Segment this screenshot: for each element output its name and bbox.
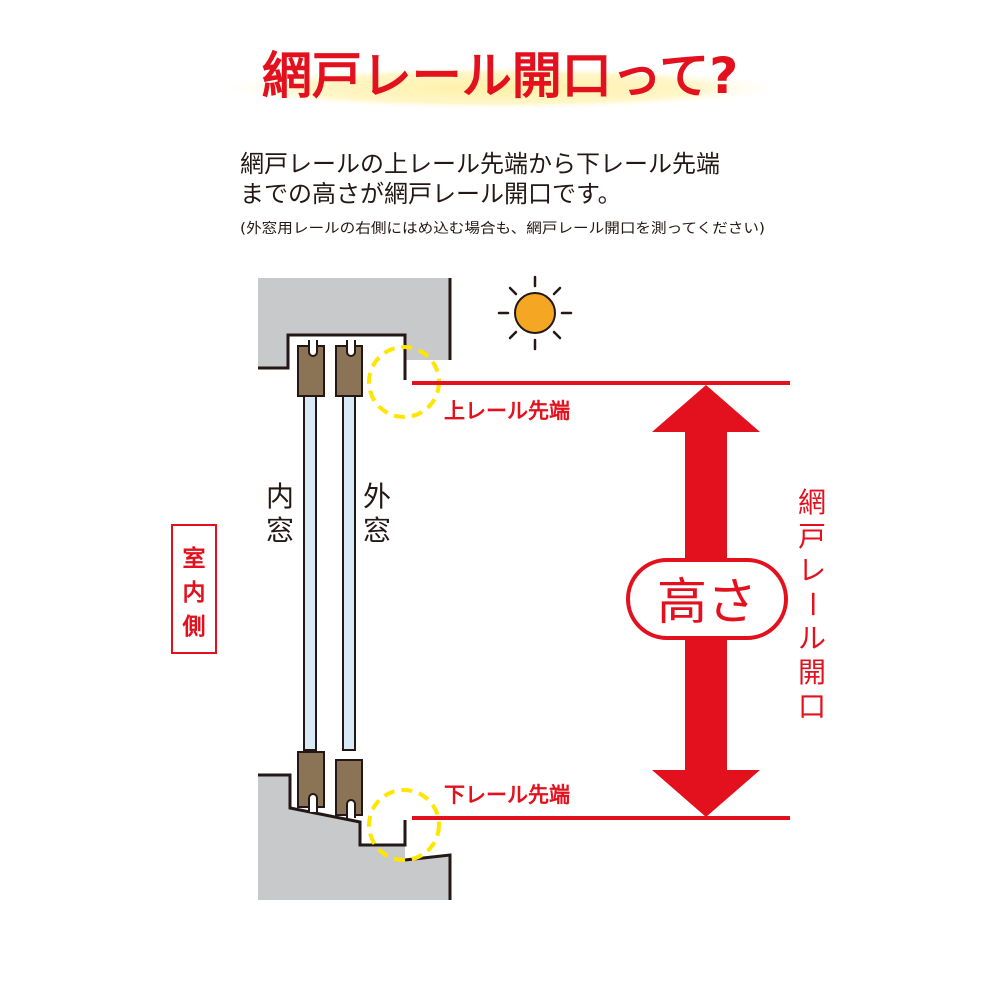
- opening-char-7: 口: [798, 690, 826, 723]
- outer-upper-rail: [346, 340, 356, 357]
- opening-char-1: 網: [798, 486, 826, 519]
- inner-window-label-1: 内: [266, 480, 294, 513]
- description-line-1: 網戸レールの上レール先端から下レール先端: [240, 150, 720, 178]
- page-title: 網戸レール開口って?: [262, 47, 739, 105]
- height-badge: [626, 558, 788, 640]
- opening-char-3: レ: [798, 554, 826, 587]
- measurement-note: (外窓用レールの右側にはめ込む場合も、網戸レール開口を測ってください): [240, 220, 765, 237]
- opening-char-2: 戸: [798, 520, 826, 553]
- indoor-side-label-1: 室: [183, 545, 206, 572]
- indoor-side-box: [171, 524, 217, 654]
- screen-rail-opening-label: 網 戸 レ ー ル 開 口: [796, 486, 829, 723]
- description-line-2: までの高さが網戸レール開口です。: [240, 180, 622, 208]
- outer-window-label-1: 外: [363, 480, 391, 513]
- opening-char-4: ー: [796, 590, 829, 618]
- inner-lower-rail: [308, 793, 318, 812]
- lower-sill: [258, 775, 450, 900]
- inner-window-label-2: 窓: [266, 514, 294, 547]
- sun-icon: [497, 275, 573, 351]
- outer-window-label-2: 窓: [363, 514, 391, 547]
- indoor-side-label-2: 内: [183, 580, 206, 606]
- upper-wall: [258, 278, 450, 368]
- top-rail-tip-label: 上レール先端: [444, 399, 570, 423]
- outer-window-glass: [342, 394, 356, 751]
- height-label: 高さ: [657, 573, 757, 631]
- indoor-side-label-3: 側: [182, 614, 206, 640]
- opening-char-5: ル: [798, 622, 826, 655]
- title-highlight: [215, 66, 785, 110]
- outer-lower-rail: [346, 799, 356, 818]
- inner-upper-rail: [308, 340, 318, 357]
- inner-window-glass: [303, 394, 317, 751]
- bottom-rail-tip-marker: [367, 788, 441, 862]
- opening-char-6: 開: [798, 656, 826, 689]
- bottom-rail-tip-label: 下レール先端: [444, 783, 570, 807]
